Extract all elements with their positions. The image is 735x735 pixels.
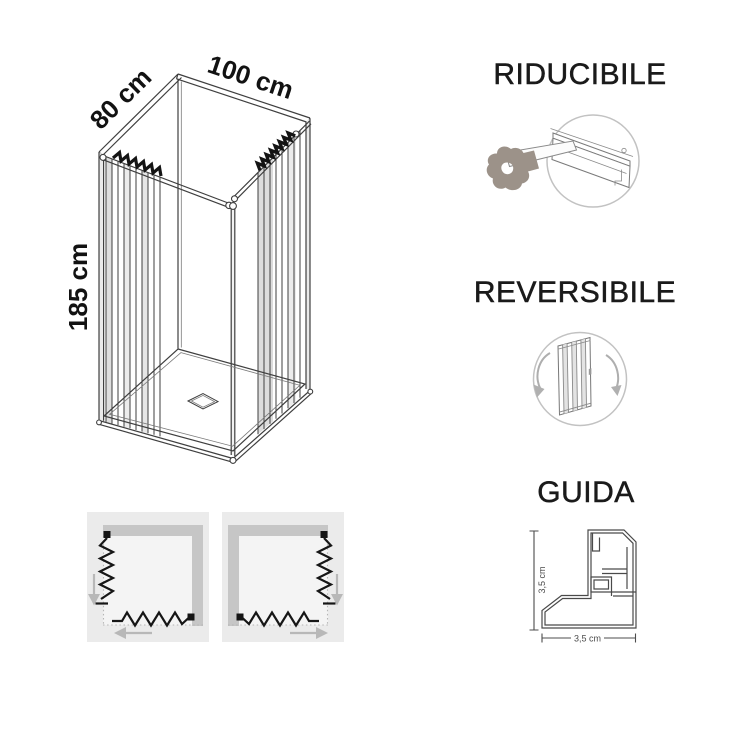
opening-direction-arrows (290, 574, 343, 639)
corner-posts (98, 118, 311, 456)
shower-enclosure-isometric-drawing: 80 cm 100 cm 185 cm (63, 50, 314, 464)
corner-entry-opening-right-diagram (222, 512, 344, 642)
depth-dimension-label: 80 cm (84, 62, 158, 135)
fixed-walls (228, 525, 328, 626)
feature-title-guida: GUIDA (537, 476, 635, 510)
aluminium-profile-bar (550, 128, 634, 189)
rotation-arrow-right (605, 354, 622, 396)
opening-direction-arrows (88, 574, 152, 639)
handsaw (486, 140, 578, 191)
dimension-lines (529, 530, 637, 643)
handsaw-cutting-profile-icon (486, 114, 640, 208)
guide-height-label: 3,5 cm (537, 566, 547, 593)
feature-title-riducibile: RIDUCIBILE (493, 58, 667, 92)
guide-profile-outline (541, 529, 637, 629)
floor-guide-profile-section: 3,5 cm 3,5 cm (529, 529, 637, 643)
folding-door-paths (95, 537, 190, 628)
drain (186, 393, 220, 410)
width-dimension-label: 100 cm (204, 50, 297, 105)
folded-pleats-left (111, 149, 163, 177)
guide-width-label: 3,5 cm (574, 633, 601, 643)
fixed-walls (103, 525, 203, 626)
height-dimension-label: 185 cm (63, 243, 93, 331)
left-folding-door (99, 149, 233, 437)
rotation-arrow-left (533, 352, 551, 398)
feature-title-reversibile: REVERSIBILE (473, 276, 677, 310)
right-folding-door (229, 120, 312, 435)
folding-door-panel (557, 336, 592, 416)
corner-entry-opening-left-diagram (87, 512, 209, 642)
reversible-folding-door-icon (532, 331, 628, 427)
folded-pleats-right (254, 130, 296, 171)
folding-door-paths (241, 537, 336, 628)
shower-tray (96, 348, 314, 464)
back-glass-corner (177, 78, 182, 349)
